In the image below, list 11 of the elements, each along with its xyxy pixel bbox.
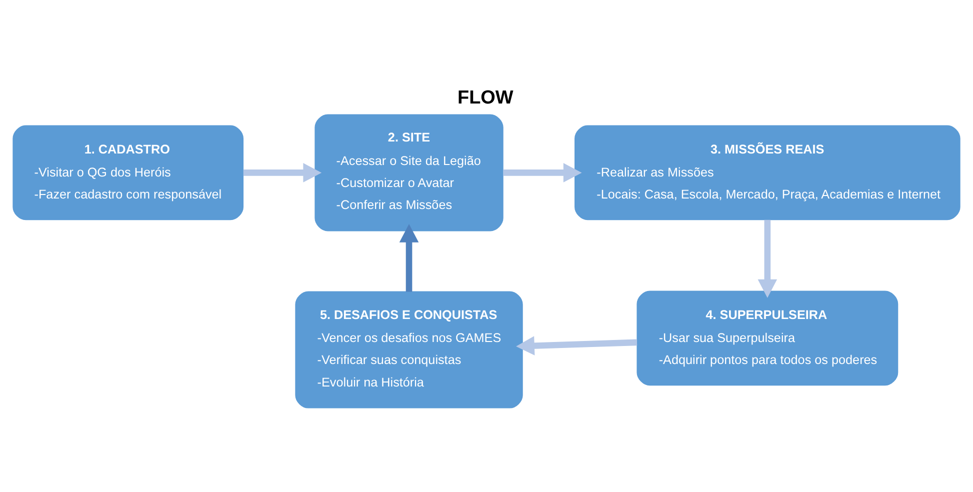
arrow — [503, 162, 582, 182]
arrow — [243, 162, 322, 182]
arrow — [758, 219, 778, 298]
diagram-title: FLOW — [458, 87, 514, 108]
node-box: 2. SITE -Acessar o Site da Legião -Customizar o Avatar -Conferir as Missões — [314, 114, 504, 231]
arrow — [399, 224, 419, 292]
arrow — [516, 336, 638, 355]
node-box: 4. SUPERPULSEIRA -Usar sua Superpulseira -Adquirir pontos para todos os poderes — [636, 290, 898, 386]
node-box: 1. CADASTRO -Visitar o QG dos Heróis -Fazer cadastro com responsável — [12, 124, 244, 220]
node-box: 3. MISSÕES REAIS -Realizar as Missões -Locais: Casa, Escola, Mercado, Praça, Academias e Internet — [574, 124, 960, 220]
node-box: 5. DESAFIOS E CONQUISTAS -Vencer os desafios nos GAMES -Verificar suas conquistas -Evoluir na História — [295, 290, 523, 408]
